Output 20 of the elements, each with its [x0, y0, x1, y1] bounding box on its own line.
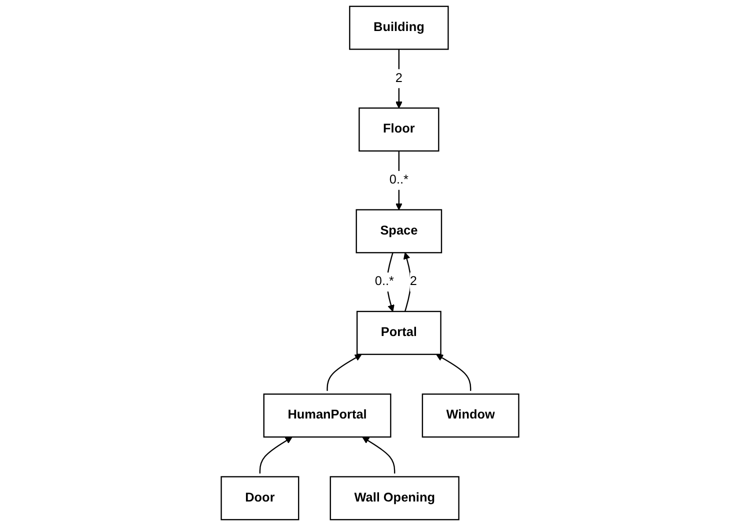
- node-box: [358, 107, 440, 152]
- arrow: [395, 150, 402, 210]
- edge-label: 0..*: [374, 274, 394, 288]
- arrow: [403, 252, 412, 312]
- node-box: [349, 6, 449, 50]
- arrow: [326, 354, 362, 391]
- arrow: [362, 436, 396, 474]
- arrow: [436, 354, 472, 391]
- node-box: [220, 476, 300, 520]
- edge-label: 0..*: [389, 173, 408, 187]
- node-box: [422, 394, 520, 438]
- arrow: [395, 49, 402, 108]
- arrow: [259, 436, 292, 474]
- edge-label: 2: [395, 72, 402, 86]
- edge-label: 2: [410, 274, 417, 288]
- node-box: [263, 394, 392, 438]
- node-box: [356, 310, 442, 355]
- arrow: [386, 252, 394, 312]
- node-box: [356, 209, 442, 254]
- node-box: [330, 476, 460, 520]
